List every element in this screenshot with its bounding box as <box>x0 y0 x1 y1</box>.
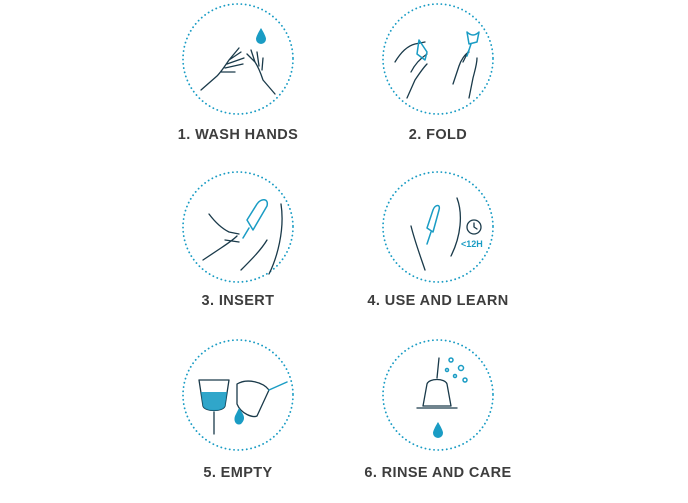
step-empty: 5. EMPTY <box>148 338 328 498</box>
step-label: 4. USE AND LEARN <box>367 293 509 309</box>
step-fold: 2. FOLD <box>348 2 528 162</box>
rinse-cup-icon <box>382 339 494 451</box>
step-label: 3. INSERT <box>201 293 275 309</box>
empty-cup-icon <box>182 339 294 451</box>
step-wash-hands: 1. WASH HANDS <box>148 2 328 162</box>
fold-cup-icon <box>382 3 494 115</box>
step-label: 6. RINSE AND CARE <box>364 465 512 481</box>
time-badge: <12H <box>461 239 483 249</box>
step-label: 5. EMPTY <box>203 465 273 481</box>
step-rinse-and-care: 6. RINSE AND CARE <box>348 338 528 498</box>
step-label: 2. FOLD <box>408 127 468 143</box>
use-and-learn-icon: <12H <box>382 171 494 283</box>
step-use-and-learn: <12H 4. USE AND LEARN <box>348 170 528 330</box>
wash-hands-icon <box>182 3 294 115</box>
insert-cup-icon <box>182 171 294 283</box>
step-insert: 3. INSERT <box>148 170 328 330</box>
step-label: 1. WASH HANDS <box>177 127 299 143</box>
